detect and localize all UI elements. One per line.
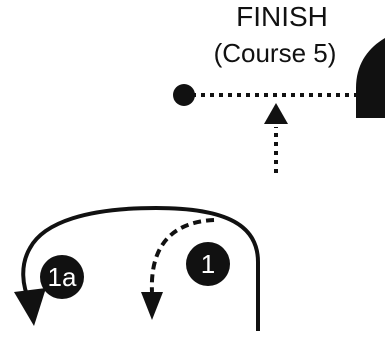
finish-subtitle: (Course 5) [213,38,337,68]
route-1-path [149,218,215,293]
approach-arrow-icon [264,103,288,124]
finish-title: FINISH [236,1,328,32]
marker-1-label: 1 [200,249,216,279]
marker-1-badge: 1 [186,242,230,286]
committee-boat-icon [356,38,385,118]
route-1a-path [21,205,260,331]
pin-end-icon [173,84,195,106]
dashed-curved-arrow-icon [141,292,163,320]
marker-1a-badge: 1a [40,255,84,299]
marker-1a-label: 1a [47,262,77,292]
solid-loop-arrow-icon [14,288,46,326]
